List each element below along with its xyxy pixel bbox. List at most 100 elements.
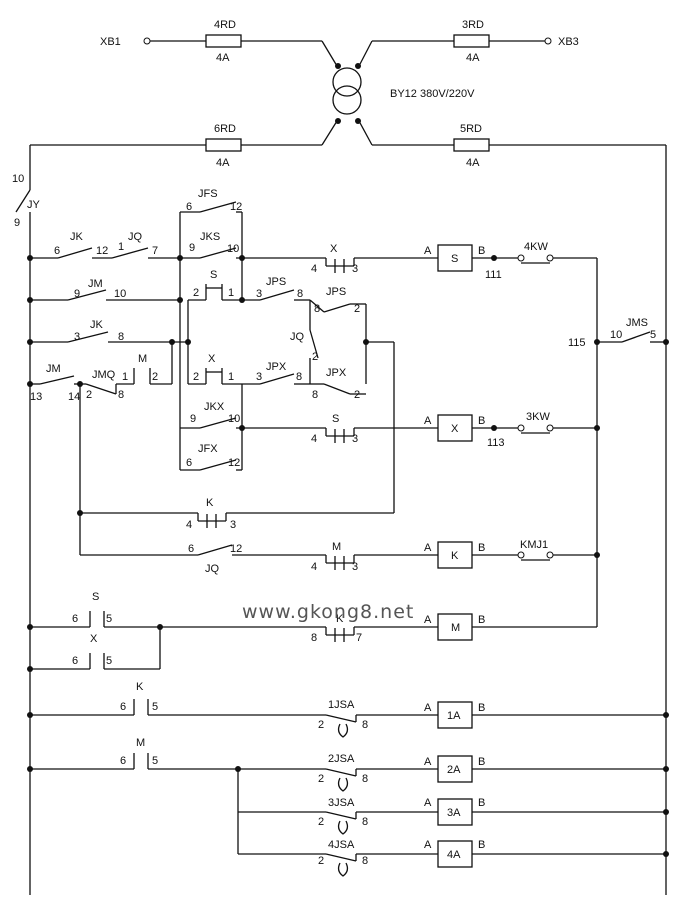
jq1-a: 1 [118, 241, 124, 253]
coil-3a-a: A [424, 797, 432, 809]
contact-jk-1 [57, 247, 93, 259]
jpx2-name: JPX [326, 367, 347, 379]
coil-x-b: B [478, 415, 485, 427]
coil-s [437, 244, 473, 272]
fuse-4rd-id: 4RD [214, 19, 236, 31]
jfx-name: JFX [198, 443, 218, 455]
jk2-a: 3 [74, 331, 80, 343]
coil-s-a: A [424, 245, 432, 257]
x3-name: X [90, 633, 98, 645]
s3-a: 6 [72, 613, 78, 625]
contact-1jsa [325, 714, 357, 738]
contact-jpx-1 [259, 373, 295, 385]
m2-name: M [332, 541, 341, 553]
jsa3-a: 2 [318, 816, 324, 828]
coil-1a-b: B [478, 702, 485, 714]
coil-m-b: B [478, 614, 485, 626]
m1-name: M [138, 353, 147, 365]
jk2-b: 8 [118, 331, 124, 343]
jms-b: 5 [650, 329, 656, 341]
jpx1-b: 8 [296, 371, 302, 383]
contact-jy [15, 189, 31, 213]
jsa4-a: 2 [318, 855, 324, 867]
coil-4a-id: 4A [447, 849, 461, 861]
x1-b: 3 [352, 263, 358, 275]
jm1-name: JM [88, 278, 103, 290]
jm1-b: 10 [114, 288, 126, 300]
contact-jps-1 [259, 289, 295, 301]
coil-1a-a: A [424, 702, 432, 714]
jfs-a: 6 [186, 201, 192, 213]
x3-b: 5 [106, 655, 112, 667]
contact-jkx [199, 417, 237, 429]
contact-2jsa [325, 768, 357, 792]
jq3-b: 12 [230, 543, 242, 555]
contact-jk-2 [67, 331, 109, 343]
coil-2a-b: B [478, 756, 485, 768]
coil-m [437, 613, 473, 641]
jks-a: 9 [189, 242, 195, 254]
coil-m-id: M [451, 622, 460, 634]
coil-3a-b: B [478, 797, 485, 809]
jmq-b: 8 [118, 389, 124, 401]
x2-name: X [208, 353, 216, 365]
jq2-a: 2 [312, 351, 318, 363]
k2-b: 7 [356, 632, 362, 644]
m1-a: 1 [122, 371, 128, 383]
jpx1-a: 3 [256, 371, 262, 383]
contact-jmq [85, 383, 117, 395]
jm2-b: 14 [68, 391, 80, 403]
fuse-5rd [453, 138, 490, 152]
contact-jm-1 [67, 289, 107, 301]
contact-jm-2 [39, 375, 75, 385]
x3-a: 6 [72, 655, 78, 667]
k3-name: K [136, 681, 144, 693]
limit-kmj1-id: KMJ1 [520, 539, 548, 551]
x2-b: 1 [228, 371, 234, 383]
s2-a: 4 [311, 433, 317, 445]
jmq-a: 2 [86, 389, 92, 401]
fuse-3rd [453, 34, 490, 48]
jm2-name: JM [46, 363, 61, 375]
contact-4jsa [325, 853, 357, 877]
fuse-4rd [205, 34, 242, 48]
jks-name: JKS [200, 231, 220, 243]
contact-jq-2 [309, 329, 319, 359]
node-113: 113 [487, 437, 505, 449]
coil-4a-b: B [478, 839, 485, 851]
jsa4-name: 4JSA [328, 839, 355, 851]
transformer-label: BY12 380V/220V [390, 88, 475, 100]
k3-a: 6 [120, 701, 126, 713]
terminal-xb3-label: XB3 [558, 36, 579, 48]
contact-jq-3 [197, 544, 233, 556]
coil-s-id: S [451, 253, 458, 265]
jsa4-b: 8 [362, 855, 368, 867]
k1-name: K [206, 497, 214, 509]
jms-name: JMS [626, 317, 648, 329]
jm1-a: 9 [74, 288, 80, 300]
coil-k-b: B [478, 542, 485, 554]
jms-a: 10 [610, 329, 622, 341]
jps2-name: JPS [326, 286, 346, 298]
jkx-b: 10 [228, 413, 240, 425]
x1-a: 4 [311, 263, 317, 275]
s1-name: S [210, 269, 217, 281]
coil-4a-a: A [424, 839, 432, 851]
jsa3-b: 8 [362, 816, 368, 828]
jps2-a: 8 [314, 303, 320, 315]
fuse-6rd [205, 138, 242, 152]
jkx-a: 9 [190, 413, 196, 425]
jpx2-b: 2 [354, 389, 360, 401]
coil-2a [437, 755, 473, 783]
jkx-name: JKX [204, 401, 225, 413]
node-115: 115 [568, 337, 586, 349]
jsa1-b: 8 [362, 719, 368, 731]
limit-3kw-id: 3KW [526, 411, 550, 423]
jy-bot-num: 9 [14, 217, 20, 229]
jfs-b: 12 [230, 201, 242, 213]
transformer-by12 [332, 63, 362, 124]
terminal-xb1 [143, 37, 151, 45]
terminal-xb3 [544, 37, 552, 45]
s3-name: S [92, 591, 99, 603]
